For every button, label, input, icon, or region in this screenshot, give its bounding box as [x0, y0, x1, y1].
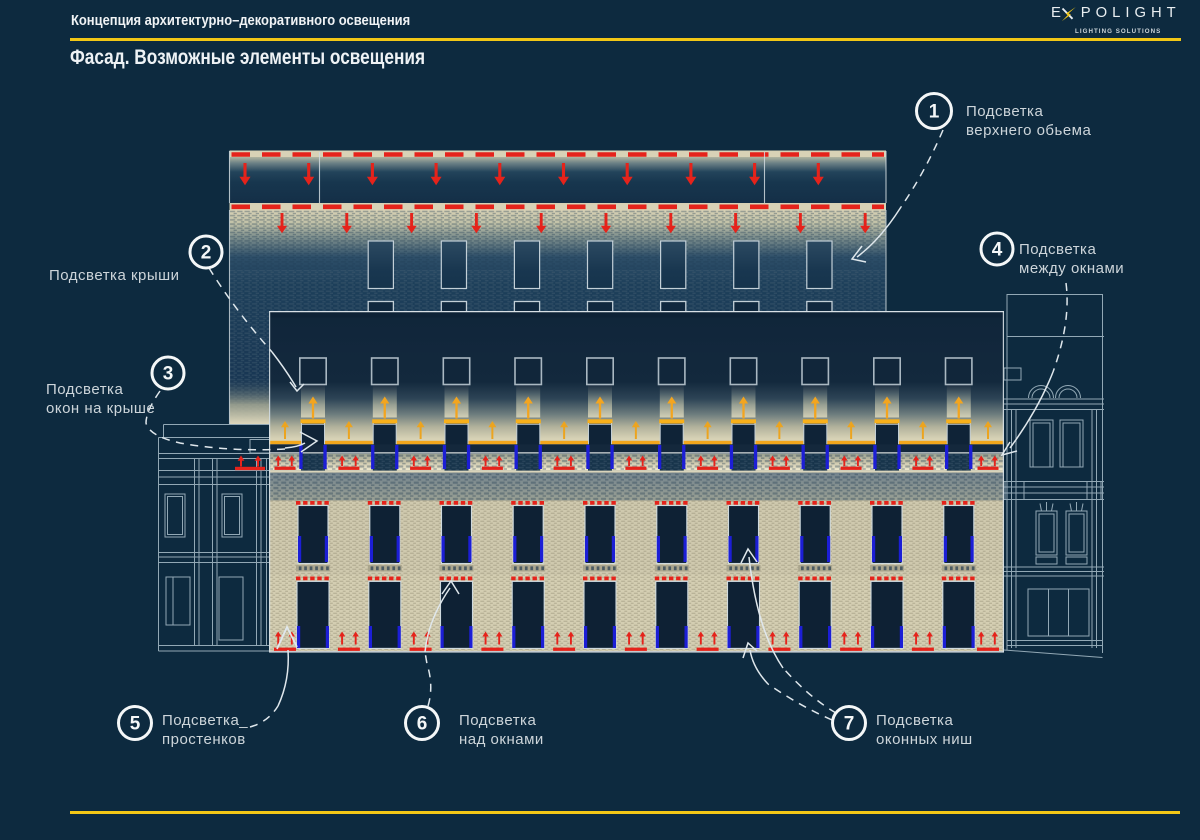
- svg-text:6: 6: [417, 714, 428, 735]
- svg-text:7: 7: [844, 714, 855, 735]
- svg-text:1: 1: [929, 102, 940, 123]
- svg-text:2: 2: [201, 243, 212, 264]
- svg-text:4: 4: [992, 240, 1003, 261]
- svg-text:3: 3: [163, 364, 174, 385]
- svg-text:5: 5: [130, 714, 141, 735]
